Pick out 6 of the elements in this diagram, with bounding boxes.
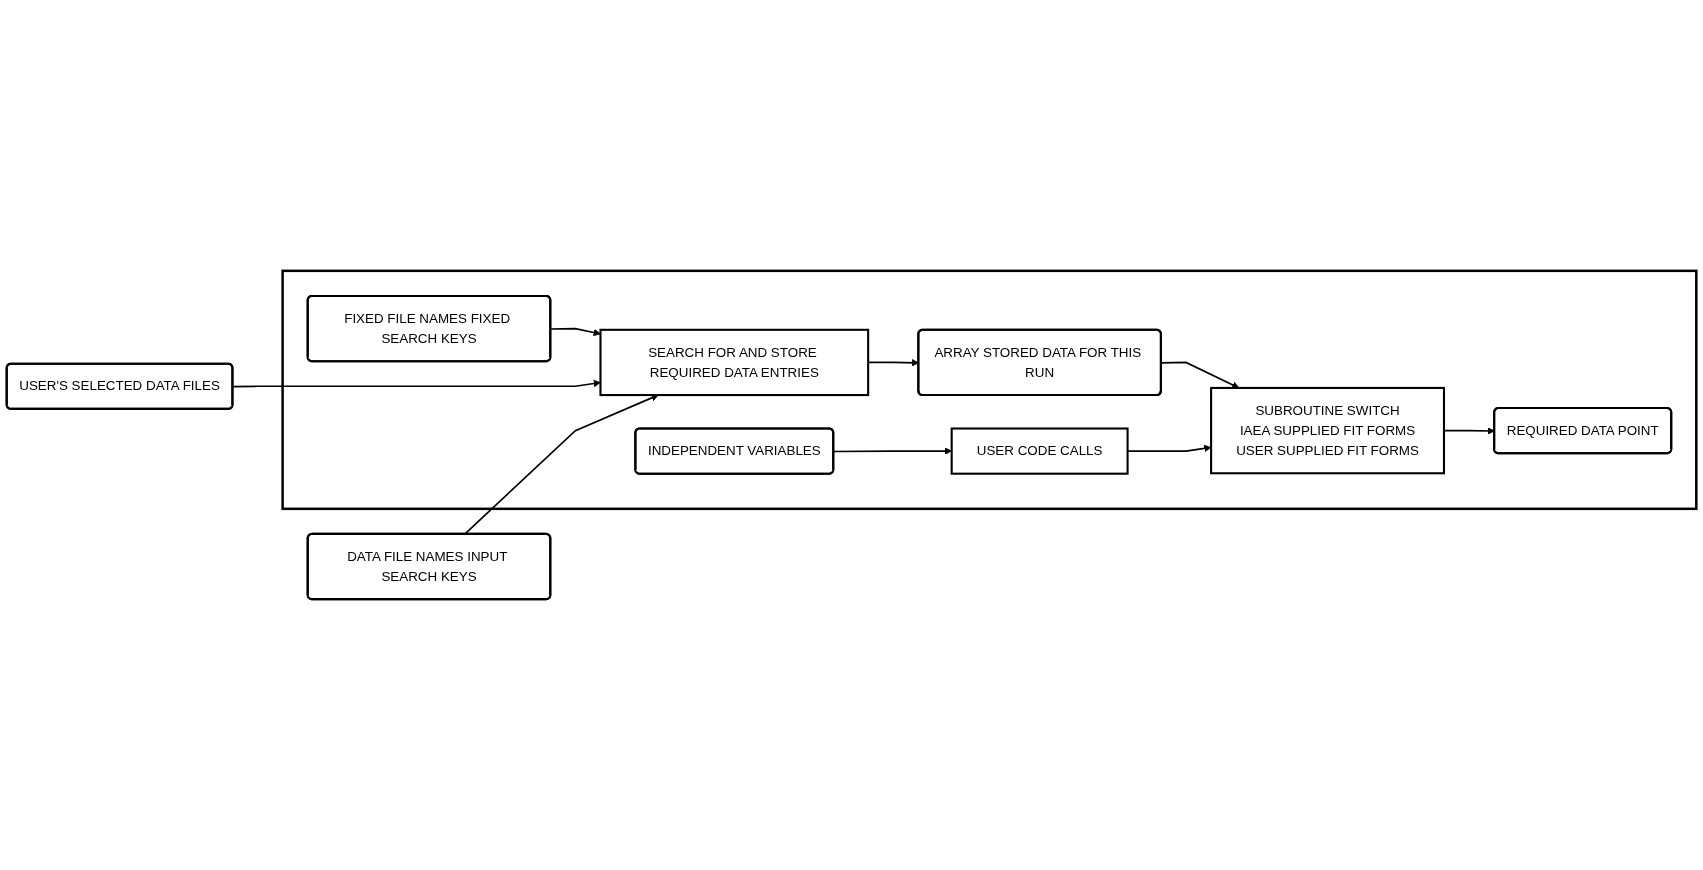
arrow [232,379,601,388]
cluster [281,269,1698,511]
arrow [1443,427,1495,435]
node-box: USER CODE CALLS [950,427,1129,475]
node-box: SEARCH FOR AND STORE REQUIRED DATA ENTRIES [599,328,870,397]
node-box: SUBROUTINE SWITCH IAEA SUPPLIED FIT FORMS USER SUPPLIED FIT FORMS [1210,386,1446,475]
